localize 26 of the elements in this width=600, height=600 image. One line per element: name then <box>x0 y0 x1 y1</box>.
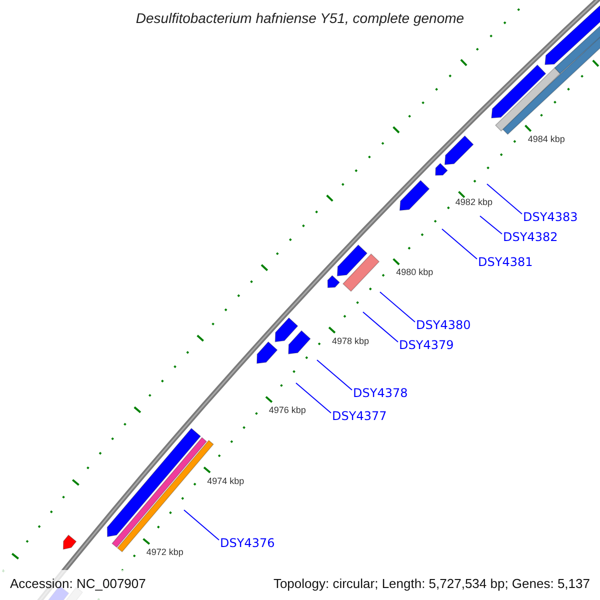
leader-line <box>296 382 332 414</box>
tick-label: 4972 kbp <box>146 546 184 558</box>
gene-label: DSY4382 <box>503 230 558 244</box>
tick-label: 4978 kbp <box>332 336 369 347</box>
gene-label: DSY4381 <box>478 255 533 269</box>
tick-label: 4976 kbp <box>268 405 306 416</box>
tick-label: 4984 kbp <box>528 134 565 146</box>
leader-line <box>380 292 416 322</box>
tick-label: 4980 kbp <box>396 267 434 278</box>
tick-label: 4974 kbp <box>207 476 244 487</box>
leader-line <box>442 228 478 260</box>
leader-line <box>184 510 220 540</box>
tick-label: 4982 kbp <box>455 197 492 208</box>
gene-label: DSY4378 <box>353 386 408 400</box>
leader-line <box>486 184 522 214</box>
gene-label: DSY4376 <box>220 536 275 550</box>
gene-label: DSY4383 <box>523 210 578 224</box>
gene-label: DSY4379 <box>399 338 454 352</box>
title: Desulfitobacterium hafniense Y51, complete genome <box>136 9 464 27</box>
leader-line <box>362 312 398 342</box>
gene-label: DSY4377 <box>332 409 387 423</box>
leader-line <box>316 360 352 390</box>
genome-info-text: Topology: circular; Length: 5,727,534 bp; Genes: 5,137 <box>273 576 590 592</box>
gene-label: DSY4380 <box>416 318 471 332</box>
accession-text: Accession: NC_007907 <box>10 576 146 592</box>
leader-line <box>480 216 502 234</box>
